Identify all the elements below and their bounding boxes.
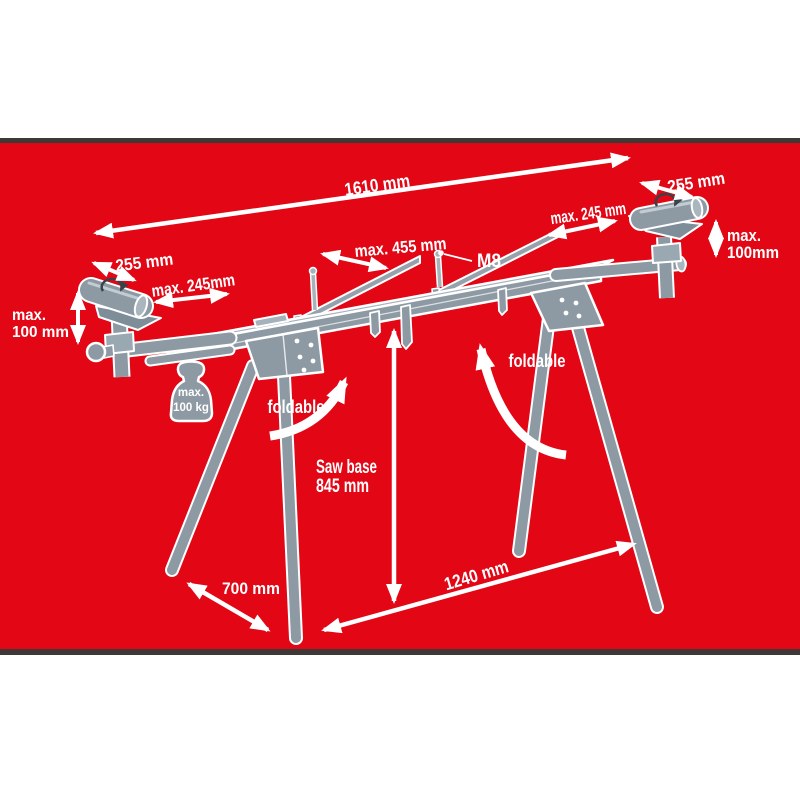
right-roller-support bbox=[628, 192, 709, 299]
dim-left-height-label-line1: max. bbox=[12, 307, 46, 324]
foldable-right-label: foldable bbox=[509, 351, 566, 371]
left-rear-leg bbox=[167, 361, 258, 575]
right-roller bbox=[631, 198, 707, 229]
m8-bolt-right bbox=[436, 255, 442, 288]
callout-bolt-size: M8 bbox=[438, 250, 501, 272]
max-load-label-line1: max. bbox=[178, 387, 204, 399]
right-pivot-plate bbox=[529, 281, 605, 333]
foldable-left: foldable bbox=[268, 376, 349, 441]
right-post-collar bbox=[651, 242, 682, 264]
dim-leg-depth: 700 mm bbox=[186, 579, 280, 632]
dim-right-height-label-line2: 100mm bbox=[727, 243, 779, 262]
left-front-leg bbox=[279, 371, 301, 643]
dim-saw-base-label-line2: 845 mm bbox=[316, 476, 369, 497]
beam-clamp bbox=[253, 313, 289, 328]
left-roller bbox=[80, 279, 152, 317]
dim-left-height: max. 100 mm bbox=[12, 290, 86, 345]
foldable-right-arrow bbox=[475, 343, 567, 460]
dim-right-height-label-line1: max. bbox=[727, 226, 761, 245]
left-extension-arm bbox=[119, 330, 238, 367]
dim-saw-base-label-line1: Saw base bbox=[316, 457, 377, 478]
left-pivot-plate bbox=[244, 326, 325, 381]
left-clamp-knob bbox=[85, 341, 107, 363]
right-front-leg bbox=[572, 319, 662, 612]
foldable-right: foldable bbox=[475, 343, 567, 460]
left-leg-pair bbox=[165, 359, 303, 645]
m8-bolt-left bbox=[311, 272, 317, 311]
dim-right-height: max. 100mm bbox=[708, 219, 779, 262]
right-rear-leg bbox=[514, 313, 554, 556]
max-load-weight-icon: max. 100 kg bbox=[169, 360, 214, 423]
foldable-left-label: foldable bbox=[268, 397, 325, 417]
saw-stand-illustration: max. 100 kg bbox=[78, 192, 709, 645]
callout-bolt-size-label: M8 bbox=[477, 251, 501, 272]
max-load-label-line2: 100 kg bbox=[173, 402, 209, 414]
dim-leg-depth-label: 700 mm bbox=[222, 579, 280, 598]
dim-left-height-label-line2: 100 mm bbox=[12, 324, 69, 341]
right-leg-pair bbox=[512, 311, 664, 614]
material-stop-hooks bbox=[369, 287, 508, 350]
left-roller-support bbox=[78, 277, 162, 378]
foldable-left-arrow bbox=[269, 376, 349, 441]
